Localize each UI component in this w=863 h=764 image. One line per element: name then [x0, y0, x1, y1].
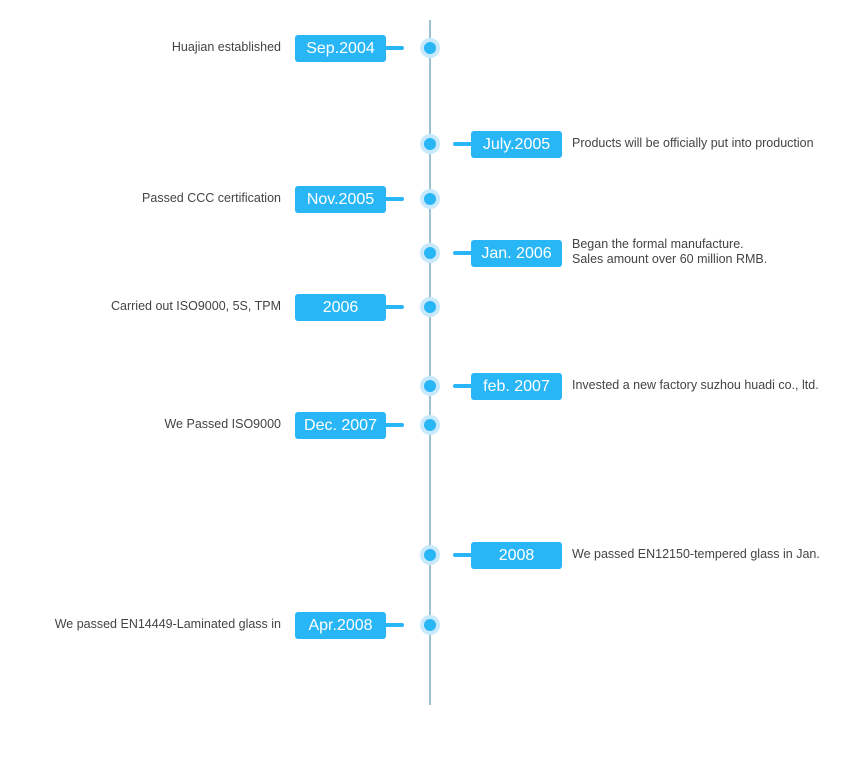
event-connector: [384, 423, 404, 427]
timeline-dot: [420, 134, 440, 154]
event-description-line: We Passed ISO9000: [164, 417, 281, 431]
date-badge: Jan. 2006: [471, 240, 562, 267]
event-connector: [453, 384, 475, 388]
event-description: Passed CCC certification: [142, 191, 281, 206]
timeline-dot: [420, 545, 440, 565]
event-description: We passed EN14449-Laminated glass in: [55, 617, 281, 632]
event-description: Huajian established: [172, 40, 281, 55]
event-description: We passed EN12150-tempered glass in Jan.: [572, 547, 820, 562]
event-description-line: Sales amount over 60 million RMB.: [572, 252, 768, 266]
event-description-line: Invested a new factory suzhou huadi co.,…: [572, 378, 819, 392]
event-connector: [384, 46, 404, 50]
event-connector: [384, 305, 404, 309]
date-badge: July.2005: [471, 131, 562, 158]
event-connector: [453, 251, 475, 255]
event-description-line: Carried out ISO9000, 5S, TPM: [111, 299, 281, 313]
date-badge: Sep.2004: [295, 35, 386, 62]
date-badge: 2008: [471, 542, 562, 569]
timeline-dot: [420, 38, 440, 58]
event-description: Carried out ISO9000, 5S, TPM: [111, 299, 281, 314]
timeline-dot: [420, 615, 440, 635]
date-badge: Apr.2008: [295, 612, 386, 639]
timeline-axis: [429, 20, 431, 705]
timeline-dot: [420, 297, 440, 317]
date-badge: Dec. 2007: [295, 412, 386, 439]
date-badge: Nov.2005: [295, 186, 386, 213]
timeline-dot: [420, 415, 440, 435]
event-description: Products will be officially put into pro…: [572, 136, 814, 151]
timeline-dot: [420, 243, 440, 263]
date-badge: feb. 2007: [471, 373, 562, 400]
event-description: We Passed ISO9000: [164, 417, 281, 432]
event-description-line: Began the formal manufacture.: [572, 237, 744, 251]
event-connector: [384, 197, 404, 201]
event-description-line: Products will be officially put into pro…: [572, 136, 814, 150]
event-description-line: Passed CCC certification: [142, 191, 281, 205]
event-connector: [384, 623, 404, 627]
timeline-dot: [420, 189, 440, 209]
event-description: Invested a new factory suzhou huadi co.,…: [572, 378, 819, 393]
event-description-line: We passed EN14449-Laminated glass in: [54, 617, 281, 631]
event-description: Began the formal manufacture.Sales amoun…: [572, 237, 767, 267]
event-description-line: Huajian established: [171, 40, 281, 54]
event-description-line: We passed EN12150-tempered glass in Jan.: [572, 547, 820, 561]
event-connector: [453, 553, 475, 557]
timeline-dot: [420, 376, 440, 396]
date-badge: 2006: [295, 294, 386, 321]
event-connector: [453, 142, 475, 146]
